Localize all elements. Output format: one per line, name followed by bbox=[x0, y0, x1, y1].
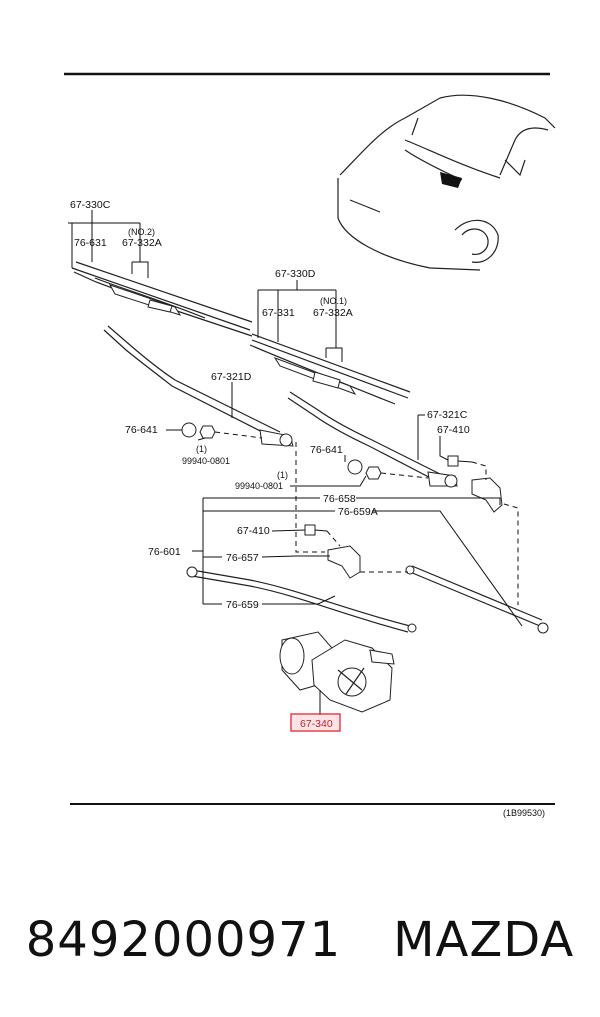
label-motor[interactable]: 67-340 bbox=[300, 718, 333, 730]
label-nut-left-qty: (1) bbox=[196, 444, 207, 454]
label-blade-no2-assy: 67-330C bbox=[70, 199, 111, 211]
label-link-659: 76-659 bbox=[226, 599, 259, 611]
linkage-rod-659 bbox=[186, 566, 417, 633]
pivot-left bbox=[327, 545, 361, 579]
part-caption: 8492000971 MAZDA bbox=[0, 895, 600, 985]
nut-left bbox=[199, 425, 216, 439]
label-cap-right: 76-641 bbox=[310, 444, 343, 456]
label-nut-right-qty: (1) bbox=[277, 470, 288, 480]
label-blade-no1-assy: 67-330D bbox=[275, 268, 316, 280]
bolt-mid bbox=[304, 524, 328, 536]
assembly-dash-3 bbox=[380, 472, 429, 479]
bolt-right bbox=[447, 455, 473, 467]
label-refill-no1: 67-332A bbox=[313, 307, 353, 319]
nut-right bbox=[365, 466, 382, 480]
label-refill-no2-tag: (NO.2) bbox=[128, 227, 155, 237]
label-refill-no1-tag: (NO.1) bbox=[320, 296, 347, 306]
wiper-arm-right bbox=[287, 391, 458, 488]
label-bolt-right: 67-410 bbox=[437, 424, 470, 436]
motor-label-highlight-fill bbox=[292, 715, 339, 730]
label-nut-left: 99940-0801 bbox=[182, 456, 230, 466]
label-linkage-set: 76-601 bbox=[148, 546, 181, 558]
label-link-659a: 76-659A bbox=[338, 506, 378, 518]
assembly-dash-2 bbox=[295, 442, 325, 553]
assembly-dash-5 bbox=[503, 503, 519, 605]
pivot-right bbox=[471, 477, 503, 513]
assembly-dash-4 bbox=[471, 461, 487, 480]
cap-right bbox=[347, 459, 363, 475]
assembly-dash-1 bbox=[214, 431, 263, 439]
reference-code: (1B99530) bbox=[503, 808, 545, 818]
wiper-arm-left bbox=[103, 325, 294, 447]
label-arm-right: 67-321C bbox=[427, 409, 468, 421]
label-pivot-657: 76-657 bbox=[226, 552, 259, 564]
label-nut-right: 99940-0801 bbox=[235, 481, 283, 491]
label-spring-no2: 76-631 bbox=[74, 237, 107, 249]
linkage-rod-659a bbox=[405, 565, 549, 634]
wiper-blade-no1 bbox=[249, 333, 411, 405]
assembly-dash-7 bbox=[326, 530, 341, 547]
label-link-658: 76-658 bbox=[323, 493, 356, 505]
brand-name: MAZDA bbox=[393, 912, 575, 968]
label-refill-no2: 67-332A bbox=[122, 237, 162, 249]
wiper-blade-no2 bbox=[71, 261, 253, 337]
car-outline-illustration bbox=[337, 94, 556, 271]
label-arm-left: 67-321D bbox=[211, 371, 252, 383]
label-cap-left: 76-641 bbox=[125, 424, 158, 436]
wiper-parts-diagram: (1B99530) bbox=[64, 72, 556, 818]
label-blade-no1-rubber: 67-331 bbox=[262, 307, 295, 319]
motor-label-highlight bbox=[290, 713, 341, 732]
cap-left bbox=[181, 422, 197, 438]
part-number: 8492000971 bbox=[25, 912, 342, 968]
wiper-motor bbox=[279, 631, 395, 713]
car-wiper-motor-mark bbox=[440, 172, 462, 188]
label-bolt-mid: 67-410 bbox=[237, 525, 270, 537]
